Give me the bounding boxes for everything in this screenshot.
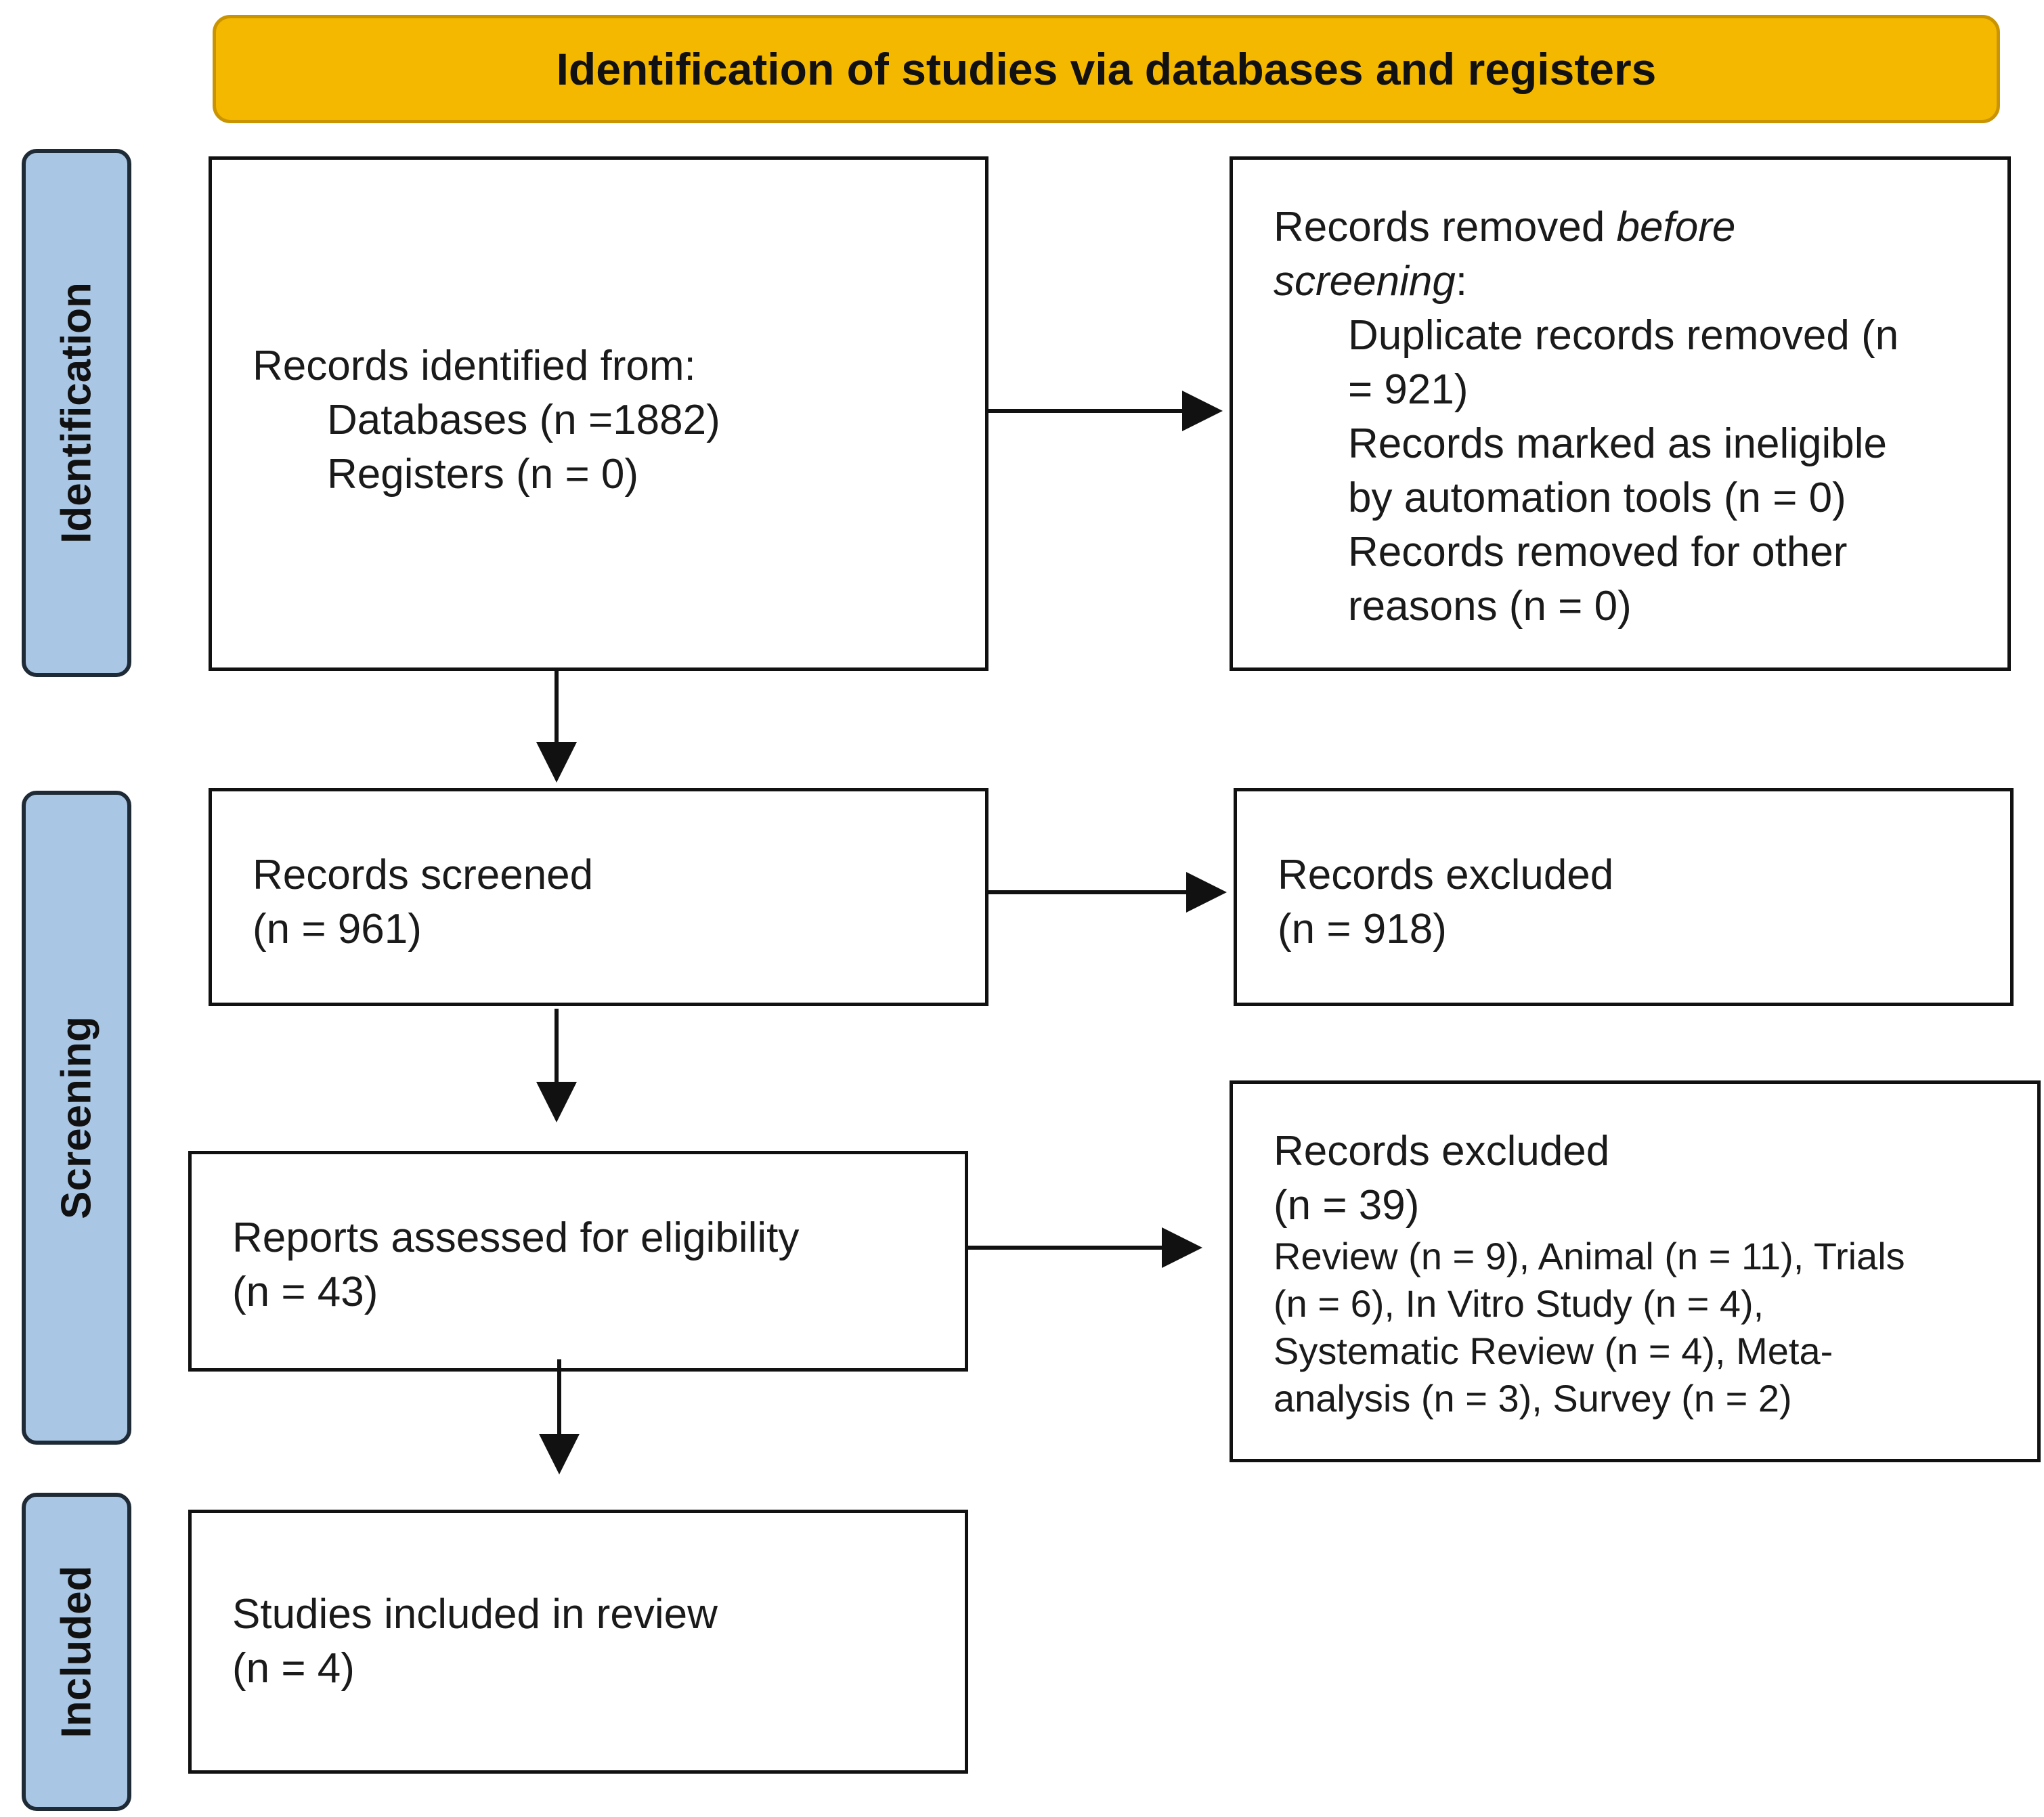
exclusion-reasons-line-3: Systematic Review (n = 4), Meta- <box>1274 1330 1833 1372</box>
records-removed-heading-a: Records removed <box>1274 204 1617 250</box>
studies-included-box: Studies included in review (n = 4) <box>188 1510 968 1774</box>
records-identified-heading: Records identified from: <box>253 343 696 389</box>
stage-identification: Identification <box>22 149 131 677</box>
ineligible-line-2: by automation tools (n = 0) <box>1348 475 1846 521</box>
records-removed-heading-b: before <box>1616 204 1736 250</box>
reports-excluded-box: Records excluded (n = 39) Review (n = 9)… <box>1230 1080 2041 1462</box>
header-banner: Identification of studies via databases … <box>213 15 2000 123</box>
records-removed-heading: Records removed before <box>1274 200 2007 255</box>
registers-count: Registers (n = 0) <box>327 451 639 498</box>
stage-included: Included <box>22 1493 131 1811</box>
exclusion-reasons-line-4: analysis (n = 3), Survey (n = 2) <box>1274 1377 1792 1420</box>
records-removed-heading-d: : <box>1455 258 1468 305</box>
databases-count: Databases (n =1882) <box>327 397 720 443</box>
records-removed-box: Records removed before screening: Duplic… <box>1230 156 2011 671</box>
ineligible-line-1: Records marked as ineligible <box>1348 420 1888 467</box>
reports-excluded-label: Records excluded <box>1274 1128 1610 1175</box>
duplicates-line-1: Duplicate records removed (n <box>1348 312 1899 359</box>
reports-excluded-count: (n = 39) <box>1274 1182 1420 1229</box>
exclusion-reasons-line-2: (n = 6), In Vitro Study (n = 4), <box>1274 1282 1764 1325</box>
records-screened-count: (n = 961) <box>253 906 422 953</box>
studies-included-count: (n = 4) <box>232 1645 355 1692</box>
records-excluded-box: Records excluded (n = 918) <box>1234 788 2014 1006</box>
records-excluded-label: Records excluded <box>1278 852 1614 898</box>
records-identified-box: Records identified from: Databases (n =1… <box>209 156 988 671</box>
duplicates-line-2: = 921) <box>1348 366 1469 413</box>
other-reasons-line-2: reasons (n = 0) <box>1348 583 1632 630</box>
records-excluded-count: (n = 918) <box>1278 906 1447 953</box>
studies-included-label: Studies included in review <box>232 1591 718 1638</box>
records-removed-heading-2: screening: <box>1274 255 2007 309</box>
records-screened-label: Records screened <box>253 852 594 898</box>
reports-assessed-label: Reports assessed for eligibility <box>232 1214 800 1261</box>
records-removed-heading-c: screening <box>1274 258 1456 305</box>
stage-screening: Screening <box>22 791 131 1445</box>
other-reasons-line-1: Records removed for other <box>1348 529 1848 575</box>
reports-assessed-count: (n = 43) <box>232 1269 378 1315</box>
records-screened-box: Records screened (n = 961) <box>209 788 988 1006</box>
exclusion-reasons-line-1: Review (n = 9), Animal (n = 11), Trials <box>1274 1235 1905 1277</box>
header-title: Identification of studies via databases … <box>556 44 1657 94</box>
reports-assessed-box: Reports assessed for eligibility (n = 43… <box>188 1151 968 1372</box>
